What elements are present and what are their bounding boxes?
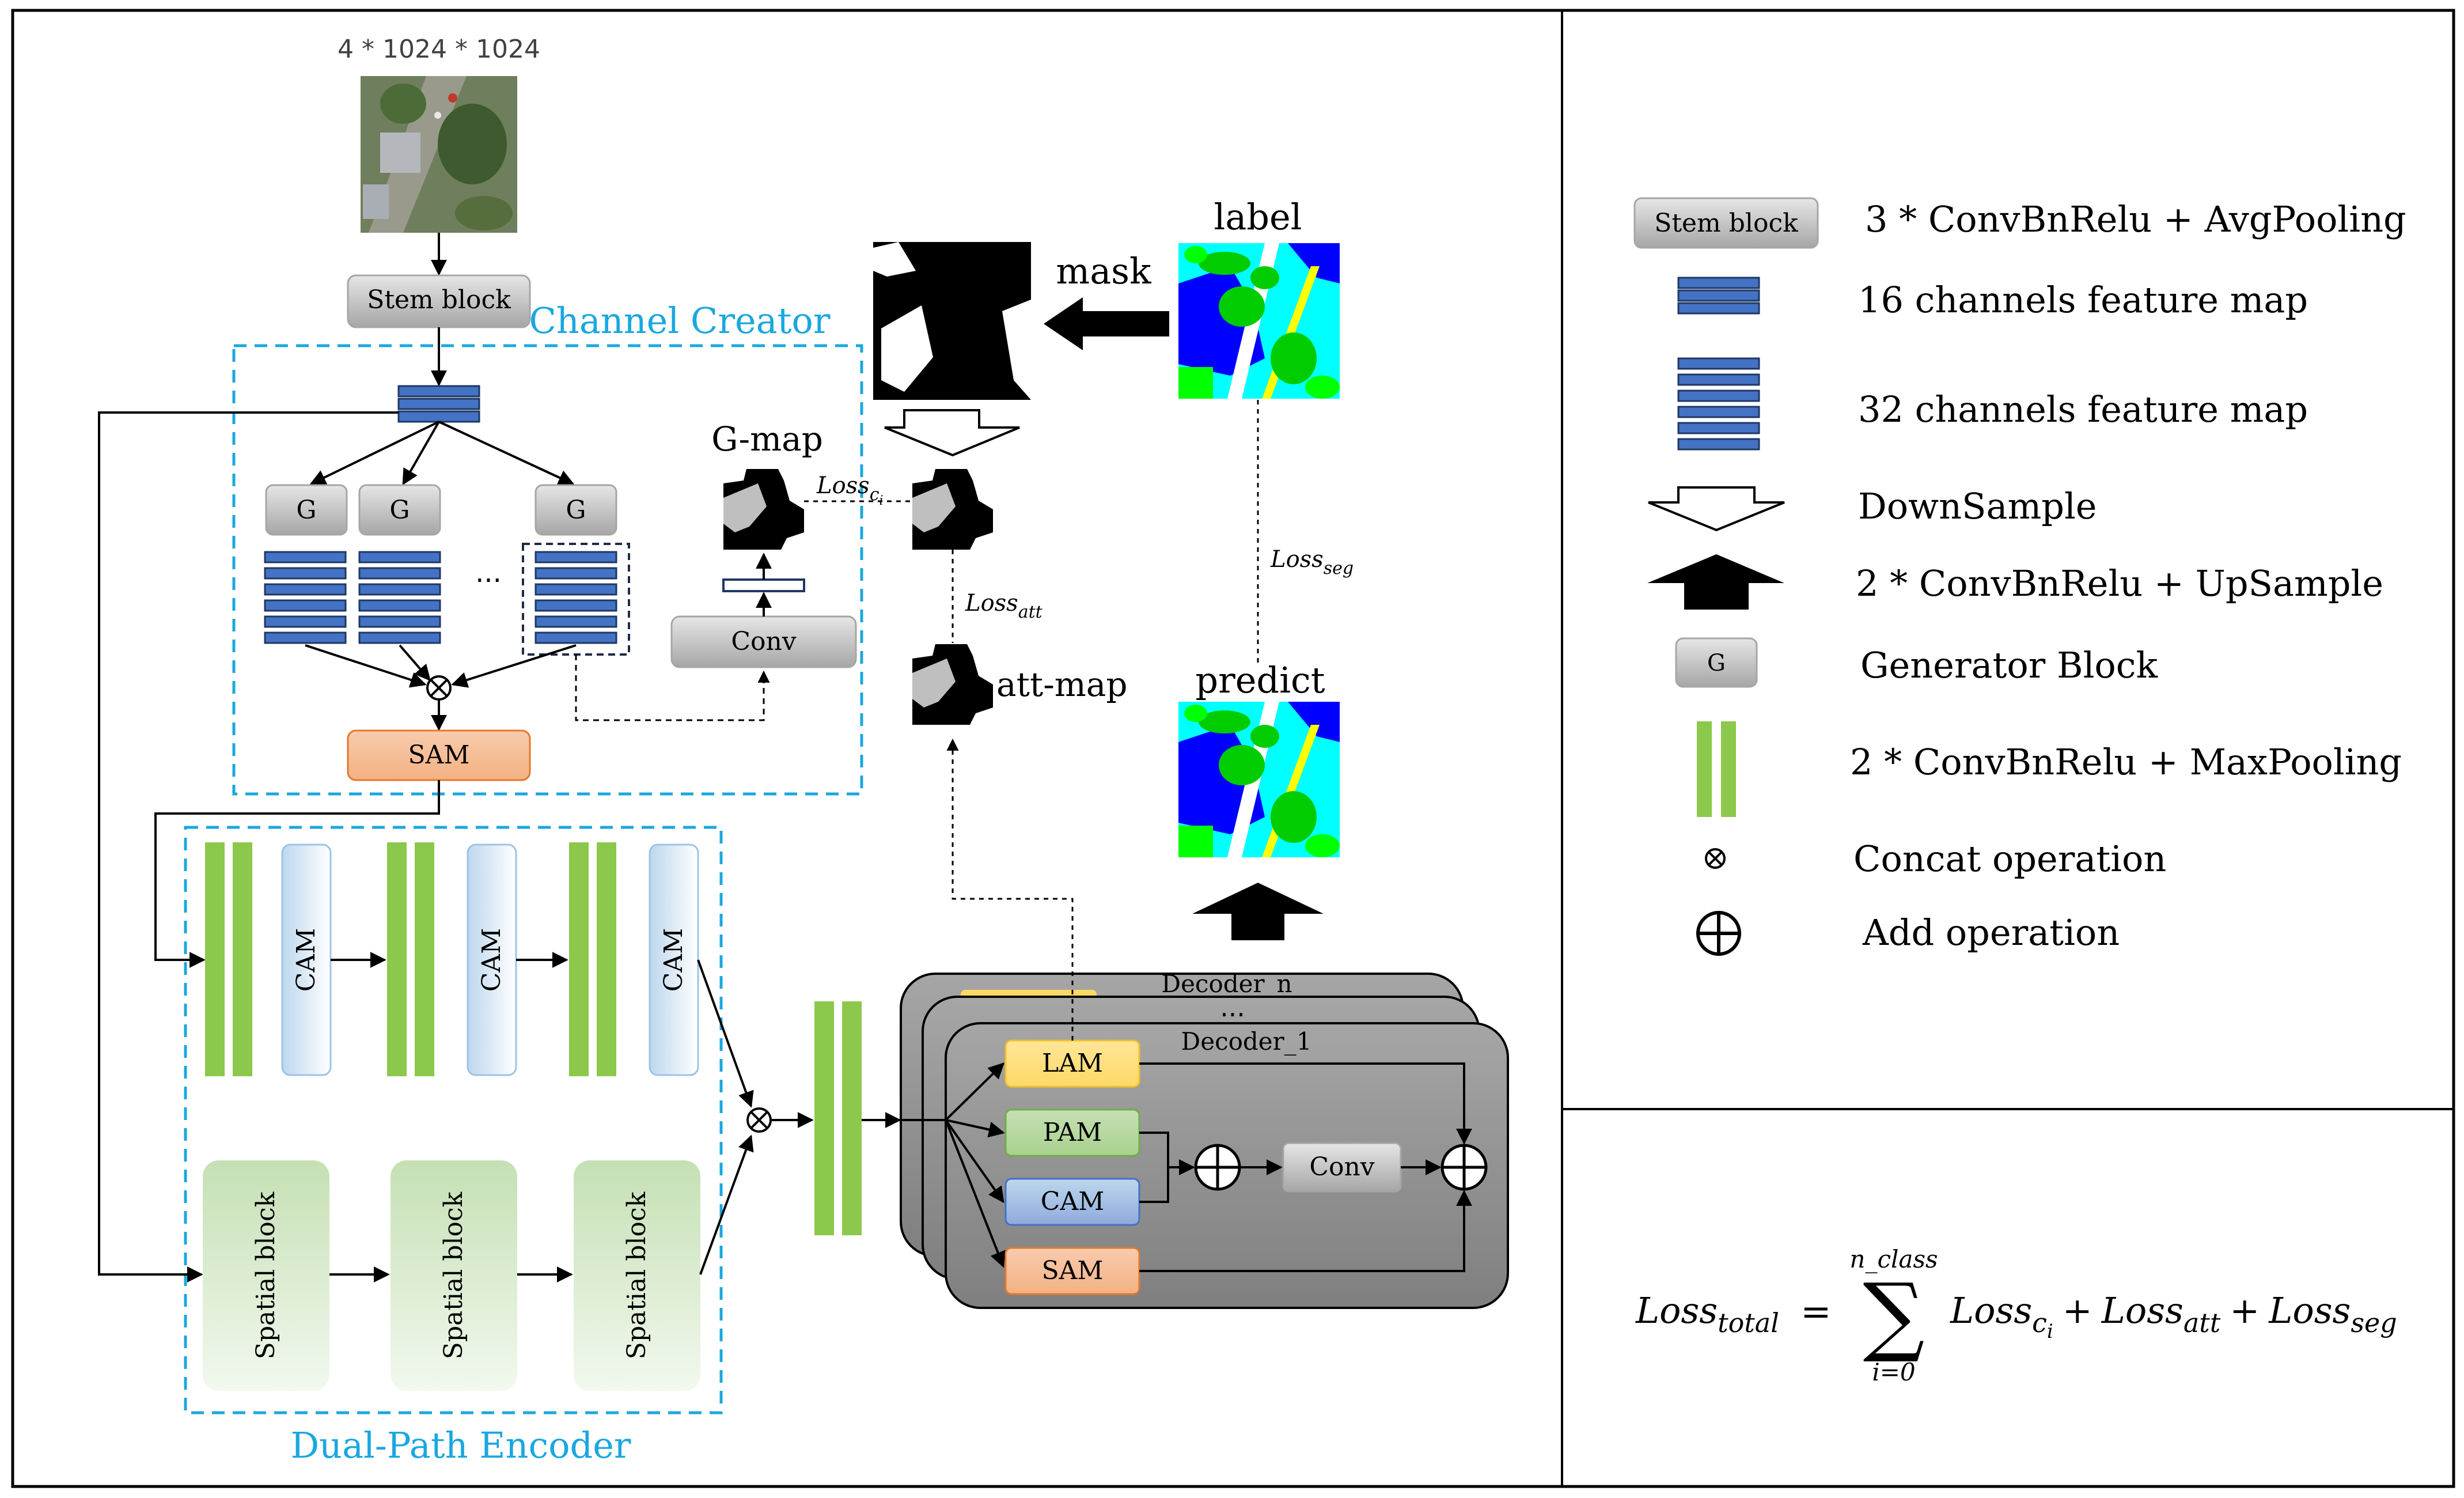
encoder-concat-icon	[746, 1107, 772, 1133]
spatial-block-1	[203, 1160, 329, 1391]
outer-frame	[11, 9, 2455, 1488]
merge-maxpool-bar-a	[814, 1001, 834, 1235]
loss-seg-label: Lossseg	[1270, 546, 1354, 578]
predict-upsample-arrow	[1192, 883, 1324, 940]
stem-block-label: Stem block	[367, 285, 511, 315]
formula-lhs: Losstotal	[1635, 1289, 1779, 1338]
channel-creator-frame	[232, 344, 863, 796]
legend-downsample-desc: DownSample	[1858, 485, 2097, 527]
legend-add-icon	[1696, 911, 1741, 956]
label-segmentation-map	[1178, 243, 1340, 399]
concat-icon	[426, 675, 452, 701]
legend-maxpool-desc: 2 * ConvBnRelu + MaxPooling	[1850, 741, 2402, 783]
predict-segmentation-map	[1178, 702, 1340, 857]
legend-16ch-desc: 16 channels feature map	[1858, 279, 2308, 321]
generator-block-3	[535, 484, 617, 536]
generator-block-2	[358, 484, 441, 536]
maxpool-bar-3a	[569, 842, 589, 1076]
feature-map-32ch-3	[535, 551, 617, 644]
merge-maxpool-bar-b	[842, 1001, 862, 1235]
cam-label-3: CAM	[659, 928, 688, 992]
maxpool-bar-2a	[387, 842, 407, 1076]
decoder-conv-label: Conv	[1309, 1152, 1374, 1182]
mask-upsample-arrow	[1044, 297, 1169, 350]
spatial-block-2	[391, 1160, 517, 1391]
decoder-cam-label: CAM	[1041, 1187, 1105, 1216]
legend-upsample-icon	[1647, 554, 1784, 610]
legend-stem-block-label: Stem block	[1654, 209, 1798, 238]
conv-label: Conv	[731, 627, 796, 656]
formula-sigma: ∑	[1863, 1265, 1924, 1365]
formula-terms: Lossci+Lossatt+Lossseg	[1950, 1289, 2397, 1343]
feature-map-32ch-2	[358, 551, 441, 644]
sam-label: SAM	[408, 740, 470, 770]
legend-32ch-icon	[1677, 357, 1760, 451]
formula-lower: i=0	[1872, 1358, 1915, 1386]
spatial-block-label-2: Spatial block	[439, 1191, 468, 1359]
legend-generator-desc: Generator Block	[1860, 644, 2158, 686]
generator-block-1-label: G	[296, 495, 316, 525]
maxpool-bar-1a	[205, 842, 225, 1076]
maxpool-bar-2b	[415, 842, 434, 1076]
att-map-label: att-map	[996, 665, 1128, 704]
gmap-label: G-map	[711, 419, 823, 459]
feature-map-32ch-1	[264, 551, 347, 644]
legend-downsample-icon	[1648, 486, 1785, 532]
feature-map-16ch	[397, 385, 480, 423]
legend-32ch-desc: 32 channels feature map	[1858, 388, 2308, 430]
maxpool-bar-3b	[597, 842, 616, 1076]
decoder-n-label: Decoder_n	[1161, 970, 1292, 998]
label-label: label	[1214, 196, 1302, 238]
spatial-block-label-1: Spatial block	[251, 1191, 280, 1359]
legend-16ch-icon	[1677, 277, 1760, 315]
generator-block-1	[265, 484, 348, 536]
legend-g-label: G	[1707, 650, 1726, 676]
maxpool-bar-1b	[233, 842, 252, 1076]
legend-concat-icon	[1705, 848, 1726, 869]
decoder-1-label: Decoder_1	[1181, 1027, 1312, 1056]
loss-att-label: Lossatt	[965, 590, 1043, 622]
legend-stem-block-desc: 3 * ConvBnRelu + AvgPooling	[1865, 198, 2406, 240]
loss-total-formula: Losstotal = n_class ∑ i=0 Lossci+Lossatt…	[1635, 1245, 2397, 1386]
add-icon-1	[1194, 1144, 1241, 1191]
feature-map-ellipsis: ...	[475, 557, 502, 589]
input-aerial-image	[361, 76, 517, 233]
att-map-image	[912, 644, 993, 725]
legend-add-desc: Add operation	[1862, 911, 2120, 954]
dual-path-encoder-label: Dual-Path Encoder	[290, 1424, 631, 1466]
decoder-sam-label: SAM	[1042, 1256, 1104, 1285]
cam-label-1: CAM	[291, 928, 321, 992]
legend-stem-block-box	[1633, 197, 1819, 249]
cam-label-2: CAM	[477, 928, 506, 992]
mask-label: mask	[1056, 250, 1151, 292]
channel-creator-label: Channel Creator	[529, 300, 830, 342]
lam-label: LAM	[1042, 1049, 1103, 1078]
formula-upper: n_class	[1849, 1245, 1938, 1273]
mask-image	[873, 242, 1031, 400]
mask-downsample-arrow	[884, 409, 1020, 457]
ci-target-image	[912, 469, 993, 550]
input-size-label: 4 * 1024 * 1024	[338, 35, 540, 64]
legend-maxpool-bar-a	[1697, 721, 1712, 817]
spatial-block-label-3: Spatial block	[622, 1191, 651, 1359]
generator-block-3-label: G	[566, 495, 586, 525]
predict-label: predict	[1195, 659, 1325, 701]
generator-block-2-label: G	[389, 495, 410, 525]
legend-maxpool-bar-b	[1721, 721, 1736, 817]
formula-equals: =	[1800, 1291, 1832, 1333]
decoder-dots: ...	[1220, 992, 1245, 1023]
spatial-block-3	[574, 1160, 700, 1391]
loss-ci-label: Lossci	[816, 472, 884, 508]
legend-upsample-desc: 2 * ConvBnRelu + UpSample	[1856, 562, 2383, 604]
add-icon-2	[1441, 1144, 1488, 1191]
legend-g-box	[1675, 637, 1758, 688]
dual-path-encoder-frame	[184, 826, 723, 1414]
gmap-image	[723, 469, 804, 550]
conv-feature-bar	[722, 578, 805, 592]
pam-label: PAM	[1043, 1118, 1102, 1147]
legend-concat-desc: Concat operation	[1853, 838, 2166, 880]
